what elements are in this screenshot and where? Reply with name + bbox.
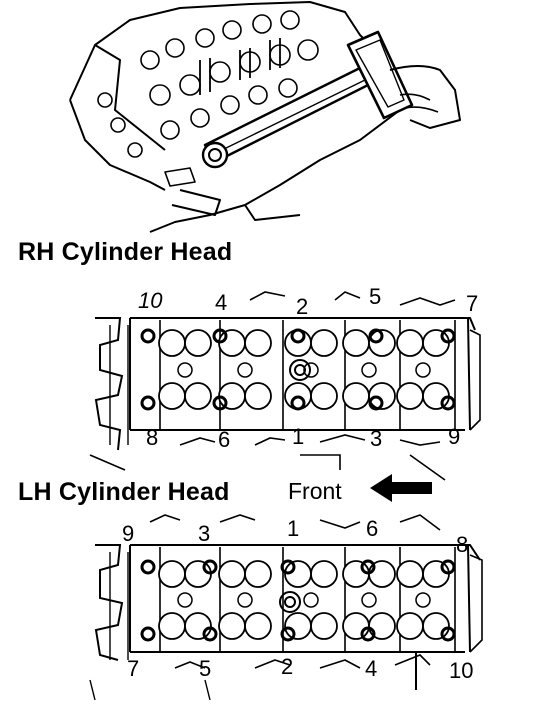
rh-bolt-number: 4	[215, 290, 228, 315]
rh-bolt-number: 2	[296, 294, 309, 319]
lh-bolt-number: 1	[287, 516, 300, 541]
engine-illustration	[69, 1, 461, 233]
rh-bolt-number: 9	[448, 424, 461, 449]
rh-bolt-number: 6	[218, 427, 231, 452]
lh-bolt-number: 10	[449, 658, 474, 683]
rh-cylinder-head	[89, 291, 481, 481]
rh-bolt-number: 3	[370, 426, 383, 451]
lh-bolt-number: 9	[122, 521, 135, 546]
lh-bolt-number: 3	[198, 521, 211, 546]
rh-bolt-number: 1	[292, 424, 305, 449]
lh-bolt-number: 5	[199, 656, 212, 681]
lh-bolt-number: 4	[365, 656, 378, 681]
rh-bolt-number: 5	[369, 284, 382, 309]
lh-bolt-number: 6	[366, 516, 379, 541]
lh-bolt-number: 8	[456, 532, 469, 557]
rh-bolt-number: 7	[466, 291, 479, 316]
front-arrow-icon	[370, 474, 432, 502]
rh-bolt-number: 8	[146, 425, 159, 450]
lh-cylinder-head	[89, 514, 483, 701]
lh-bolt-number: 2	[281, 654, 294, 679]
lh-bolt-number: 7	[127, 656, 140, 681]
rh-bolt-number: 10	[138, 288, 163, 313]
rh-cylinder-head-title: RH Cylinder Head	[18, 238, 233, 266]
front-label: Front	[288, 478, 342, 504]
lh-cylinder-head-title: LH Cylinder Head	[18, 478, 230, 506]
